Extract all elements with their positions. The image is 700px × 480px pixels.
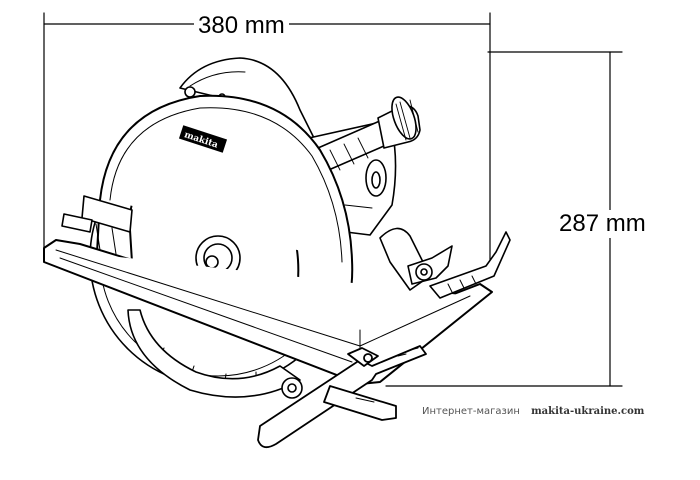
shop-site: makita-ukraine.com	[531, 406, 645, 417]
base-plate	[43, 239, 493, 385]
shop-watermark: Интернет-магазин makita-ukraine.com	[422, 406, 644, 417]
front-guard-bracket	[61, 195, 133, 255]
lower-blade-guard	[127, 309, 303, 399]
width-dimension-label: 380 mm	[194, 14, 289, 38]
height-dimension-label: 287 mm	[555, 210, 650, 238]
rip-fence	[257, 345, 427, 449]
shop-label: Интернет-магазин	[422, 406, 520, 417]
bevel-adjustment	[379, 227, 511, 299]
auxiliary-handle	[317, 96, 421, 173]
